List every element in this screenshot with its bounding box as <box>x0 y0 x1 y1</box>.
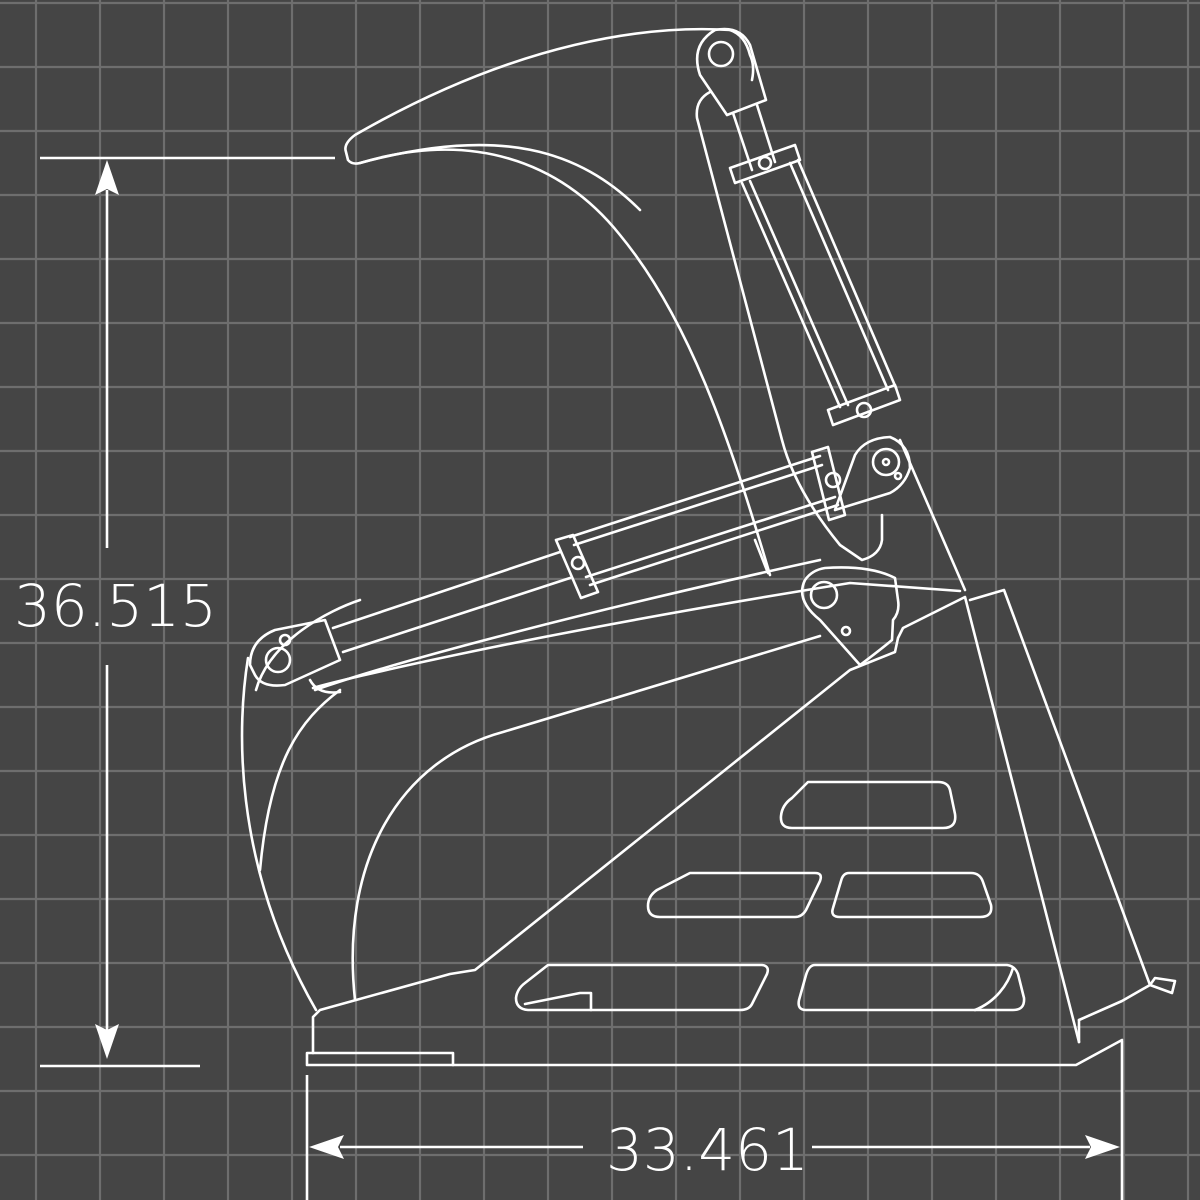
upper-cylinder-body-right <box>788 161 890 392</box>
arrow-right-icon <box>1085 1135 1120 1159</box>
grapple-hook-top <box>344 27 732 212</box>
lower-cylinder-base-collar <box>810 445 847 522</box>
grapple-hook-tip-joint <box>728 28 755 82</box>
height-dimension <box>40 156 335 1068</box>
middle-pivot-bracket <box>833 435 912 512</box>
upper-cylinder-clevis <box>695 27 768 117</box>
lower-cylinder-body-top <box>568 454 822 539</box>
lower-cylinder-rod-bottom <box>341 576 572 654</box>
grapple-hook-inner-curve <box>358 148 772 577</box>
lower-arm-strut <box>753 538 770 575</box>
pivot-pin-large <box>809 580 839 610</box>
inner-arch-curve <box>351 634 822 1002</box>
lower-cylinder-clevis <box>248 618 342 687</box>
bucket-window-middle-right <box>831 871 993 919</box>
arrow-down-icon <box>95 1024 119 1059</box>
width-dimension <box>305 1041 1124 1200</box>
width-dimension-label: 33.461 <box>606 1116 809 1184</box>
left-frame-curve <box>240 656 318 1012</box>
bucket-window-bottom-left <box>514 963 770 1012</box>
arrow-up-icon <box>95 160 119 195</box>
arrow-left-icon <box>309 1135 344 1159</box>
grapple-bucket <box>240 27 1177 1067</box>
height-dimension-label: 36.515 <box>14 572 217 640</box>
bucket-window-top <box>779 780 957 830</box>
upper-cylinder-collar <box>728 143 802 185</box>
middle-pivot-ring <box>871 447 901 477</box>
upper-cylinder-collar-pin <box>757 155 773 171</box>
bucket-window-curve <box>973 966 1015 1012</box>
lower-cylinder-collar <box>554 533 600 600</box>
lower-cylinder-collar-pin <box>570 555 586 571</box>
base-plate <box>305 1051 455 1067</box>
middle-pivot-center <box>881 457 891 467</box>
lower-pivot-pin <box>264 646 292 674</box>
lower-cylinder-body-top-inner <box>572 463 824 547</box>
bucket-floor <box>451 1038 1124 1067</box>
lower-cylinder-base-pin <box>824 471 842 489</box>
lower-clevis-curve <box>308 678 342 694</box>
pivot-plate <box>800 566 900 667</box>
arm-rear-edge <box>898 438 967 592</box>
bucket-window-bottom-right <box>797 963 1026 1012</box>
lower-arm-bottom-edge <box>313 558 822 692</box>
upper-cylinder-base-pin <box>855 401 873 419</box>
lower-pivot-grease-fitting <box>278 633 292 647</box>
lower-cylinder-rod-top <box>331 550 562 630</box>
bucket-side-outline <box>311 595 1081 1055</box>
grapple-arm-front <box>695 90 884 562</box>
lower-cylinder-body-bottom-inner <box>584 495 837 579</box>
upper-cylinder-base-collar <box>826 383 902 427</box>
upper-cylinder-body-left-inner <box>748 179 850 407</box>
left-frame-upper-curve <box>254 598 362 692</box>
bucket-window-middle-left <box>646 871 823 919</box>
bucket-lip-tab <box>1148 976 1177 995</box>
pivot-pin-small <box>840 625 852 637</box>
bucket-window-inner-tab <box>523 991 593 1012</box>
middle-pivot-lock <box>893 471 903 481</box>
upper-cylinder-body-left <box>740 181 842 409</box>
lower-cylinder-body-bottom <box>588 503 840 587</box>
upper-pivot-pin <box>707 40 735 68</box>
bucket-top-rail <box>311 581 962 690</box>
upper-cylinder-body-right-inner <box>796 158 898 390</box>
outer-arch-curve <box>258 688 342 872</box>
